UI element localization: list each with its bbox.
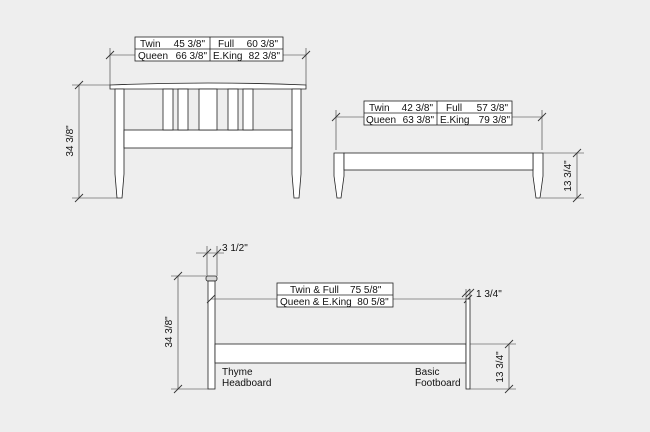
tick xyxy=(173,271,183,281)
footboard-caption-line2: Footboard xyxy=(415,378,461,389)
slat xyxy=(242,88,254,131)
footboard-post-side xyxy=(465,298,471,390)
headboard-leg-left xyxy=(114,88,125,199)
size-value: 79 3/8" xyxy=(479,115,511,126)
footboard-height-label: 13 3/4" xyxy=(563,160,574,192)
headboard-caption-line1: Thyme xyxy=(222,367,253,378)
tick xyxy=(504,384,514,394)
bed-length-table: Twin & Full 75 5/8" Queen & E.King 80 5/… xyxy=(276,282,394,308)
tick xyxy=(572,193,582,203)
footboard-post-right xyxy=(532,152,544,199)
size-value: 63 3/8" xyxy=(403,115,435,126)
tick xyxy=(202,248,212,258)
footboard-rail xyxy=(343,152,534,171)
slat xyxy=(198,88,218,131)
footboard-caption-line1: Basic xyxy=(415,367,439,378)
size-label: E.King xyxy=(440,115,469,126)
headboard-top-rail xyxy=(109,82,307,90)
footboard-post-left xyxy=(333,152,345,199)
size-label: Queen xyxy=(366,115,396,126)
headboard-lower-rail xyxy=(123,129,293,149)
size-value: 45 3/8" xyxy=(174,39,206,50)
tick xyxy=(301,50,311,60)
size-value: 66 3/8" xyxy=(176,51,208,62)
tick xyxy=(74,193,84,203)
size-label: Full xyxy=(446,103,462,114)
post-width-label: 3 1/2" xyxy=(222,243,248,254)
slat xyxy=(227,88,239,131)
tick xyxy=(331,112,341,122)
size-value: 57 3/8" xyxy=(477,103,509,114)
size-label: Twin xyxy=(140,39,161,50)
size-label: Full xyxy=(218,39,234,50)
size-value: 42 3/8" xyxy=(402,103,434,114)
size-label: E.King xyxy=(213,51,242,62)
tick xyxy=(465,288,475,298)
size-value: 82 3/8" xyxy=(249,51,281,62)
headboard-leg-right xyxy=(291,88,302,199)
tick xyxy=(206,294,216,304)
side-rail xyxy=(214,343,467,364)
slat xyxy=(177,88,189,131)
side-footboard-height-label: 13 3/4" xyxy=(495,351,506,383)
tick xyxy=(74,80,84,90)
size-label: Queen xyxy=(138,51,168,62)
tick xyxy=(105,50,115,60)
tick xyxy=(461,288,471,298)
side-view: 3 1/2" 34 3/8" Twin & Full 75 5/8" Queen… xyxy=(164,243,516,394)
headboard-post-cap xyxy=(205,275,218,282)
length-row: Twin & Full 75 5/8" xyxy=(290,285,382,296)
tick xyxy=(173,384,183,394)
tick xyxy=(572,148,582,158)
headboard-size-table: Twin 45 3/8" Full 60 3/8" Queen 66 3/8" … xyxy=(134,36,284,62)
headboard-slats xyxy=(162,88,254,131)
tick xyxy=(537,112,547,122)
tick xyxy=(504,339,514,349)
footboard-width-label: 1 3/4" xyxy=(476,289,502,300)
front-headboard: Twin 45 3/8" Full 60 3/8" Queen 66 3/8" … xyxy=(65,36,311,203)
size-value: 60 3/8" xyxy=(247,39,279,50)
side-headboard-height-label: 34 3/8" xyxy=(164,316,175,348)
tick xyxy=(212,248,222,258)
headboard-caption-line2: Headboard xyxy=(222,378,271,389)
slat xyxy=(162,88,174,131)
length-row: Queen & E.King 80 5/8" xyxy=(280,297,389,308)
size-label: Twin xyxy=(369,103,390,114)
front-footboard: Twin 42 3/8" Full 57 3/8" Queen 63 3/8" … xyxy=(331,100,584,203)
headboard-post-side xyxy=(207,280,216,390)
headboard-height-label: 34 3/8" xyxy=(65,125,76,157)
footboard-size-table: Twin 42 3/8" Full 57 3/8" Queen 63 3/8" … xyxy=(363,100,513,126)
